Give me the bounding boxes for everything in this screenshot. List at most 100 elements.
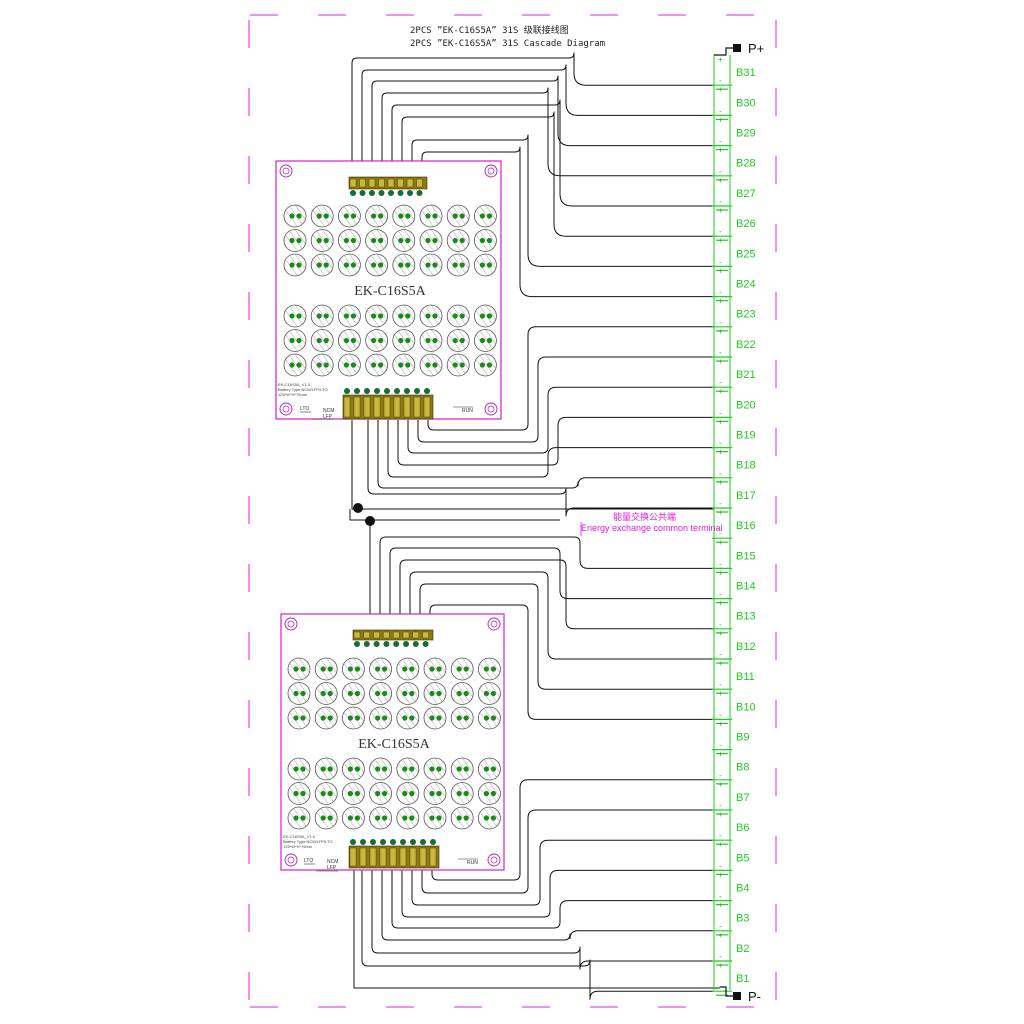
capacitor-pad <box>293 690 299 697</box>
board-top-info-2: Battery Type:NCM/LFP/LTO <box>278 387 328 392</box>
capacitor-pad <box>327 790 333 797</box>
connector-pin <box>353 396 361 418</box>
capacitor-pad <box>402 790 408 797</box>
capacitor-pad <box>327 666 333 672</box>
capacitor-pad <box>354 815 360 821</box>
capacitor-pad <box>479 262 485 268</box>
capacitor-pad <box>378 313 384 319</box>
common-terminal-label-en: Energy exchange common terminal <box>581 523 723 533</box>
board-bottom-lower-connector <box>348 839 440 869</box>
connector-pin <box>378 178 385 188</box>
capacitor-pad <box>296 362 302 368</box>
capacitor-pad <box>409 815 415 821</box>
capacitor-pad <box>289 313 295 319</box>
negative-terminal: P- <box>720 986 761 1004</box>
cell-sign: - <box>719 892 722 901</box>
board-top-info-3: 125*W*H*75mm <box>278 392 308 397</box>
capacitor-pad <box>456 715 462 721</box>
connector-pin <box>373 631 380 639</box>
capacitor-pad <box>354 666 360 672</box>
capacitor-pad <box>452 313 458 319</box>
capacitor-pad <box>382 690 388 697</box>
connector-pad <box>374 388 380 394</box>
positive-terminal: P+ <box>714 41 764 56</box>
battery-cell: B5+- <box>712 840 749 876</box>
connector-pin <box>359 847 367 867</box>
cell-label: B4 <box>736 883 749 895</box>
capacitor-pad <box>452 362 458 368</box>
mounting-hole-inner <box>490 620 498 628</box>
capacitor-pad <box>452 337 458 344</box>
connector-pin <box>368 178 376 188</box>
cell-label: B9 <box>736 732 749 744</box>
battery-cell: B30+- <box>712 85 756 121</box>
cell-label: B14 <box>736 581 756 593</box>
page-frame <box>248 14 780 1008</box>
cell-sign: + <box>718 568 723 577</box>
capacitor-pad <box>300 690 306 697</box>
balance-wire <box>379 536 714 629</box>
capacitor-pad <box>409 715 415 721</box>
balance-wire <box>381 87 714 177</box>
capacitor-pad <box>483 766 489 772</box>
board-top-info-1: EK-C16S5A_V1.0 <box>278 382 311 387</box>
cell-sign: - <box>719 408 722 417</box>
capacitor-pad <box>429 690 435 697</box>
capacitor-pad <box>398 362 404 368</box>
balance-wire <box>361 870 714 1000</box>
capacitor-pad <box>371 213 377 219</box>
connector-pad <box>359 190 366 196</box>
connector-pin <box>403 396 411 418</box>
capacitor-pad <box>456 815 462 821</box>
cell-label: B5 <box>736 852 749 864</box>
capacitor-pad <box>347 815 353 821</box>
balance-wire <box>429 604 714 720</box>
capacitor-pad <box>343 313 349 319</box>
capacitor-pad <box>459 213 465 219</box>
mounting-hole-inner <box>490 856 498 864</box>
connector-pad <box>350 839 356 845</box>
connector-pad <box>390 839 396 845</box>
connector-body <box>352 629 434 641</box>
capacitor-pad <box>459 262 465 268</box>
connector-pin <box>387 178 395 188</box>
board-bottom-upper-connector <box>352 629 434 647</box>
connector-pad <box>384 388 390 394</box>
cell-sign: - <box>719 288 722 297</box>
battery-cell: B7+- <box>712 780 749 815</box>
cell-label: B17 <box>736 490 756 502</box>
battery-cell: B15+- <box>712 538 756 574</box>
balance-wire <box>349 509 371 628</box>
junction-dot <box>365 516 375 526</box>
connector-pad <box>354 641 360 647</box>
capacitor-pad <box>402 766 408 772</box>
capacitor-pad <box>479 362 485 368</box>
connector-pin <box>359 178 366 188</box>
balance-wire <box>409 571 714 660</box>
cell-label: B26 <box>736 218 756 230</box>
cell-sign: - <box>719 680 722 689</box>
balance-wire <box>411 839 714 906</box>
cell-sign: - <box>719 378 722 387</box>
capacitor-pad <box>323 362 329 368</box>
battery-cell: B10+- <box>712 689 756 725</box>
mounting-hole-inner <box>282 405 290 413</box>
capacitor-pad <box>323 313 329 319</box>
capacitor-pad <box>375 766 381 772</box>
battery-cell: B21+- <box>712 357 756 392</box>
cell-sign: + <box>718 478 723 487</box>
cell-sign: - <box>719 318 722 327</box>
capacitor-pad <box>375 790 381 797</box>
cell-sign: + <box>718 85 723 94</box>
capacitor-pad <box>405 237 411 244</box>
capacitor-pad <box>293 790 299 797</box>
board-bottom-name: EK-C16S5A <box>358 737 430 752</box>
capacitor-pad <box>425 262 431 268</box>
capacitor-pad <box>350 362 356 368</box>
capacitor-pad <box>371 337 377 344</box>
battery-cell: B11+- <box>712 659 755 694</box>
cell-sign: + <box>718 55 723 64</box>
capacitor-pad <box>405 213 411 219</box>
capacitor-pad <box>371 362 377 368</box>
capacitor-pad <box>486 362 492 368</box>
